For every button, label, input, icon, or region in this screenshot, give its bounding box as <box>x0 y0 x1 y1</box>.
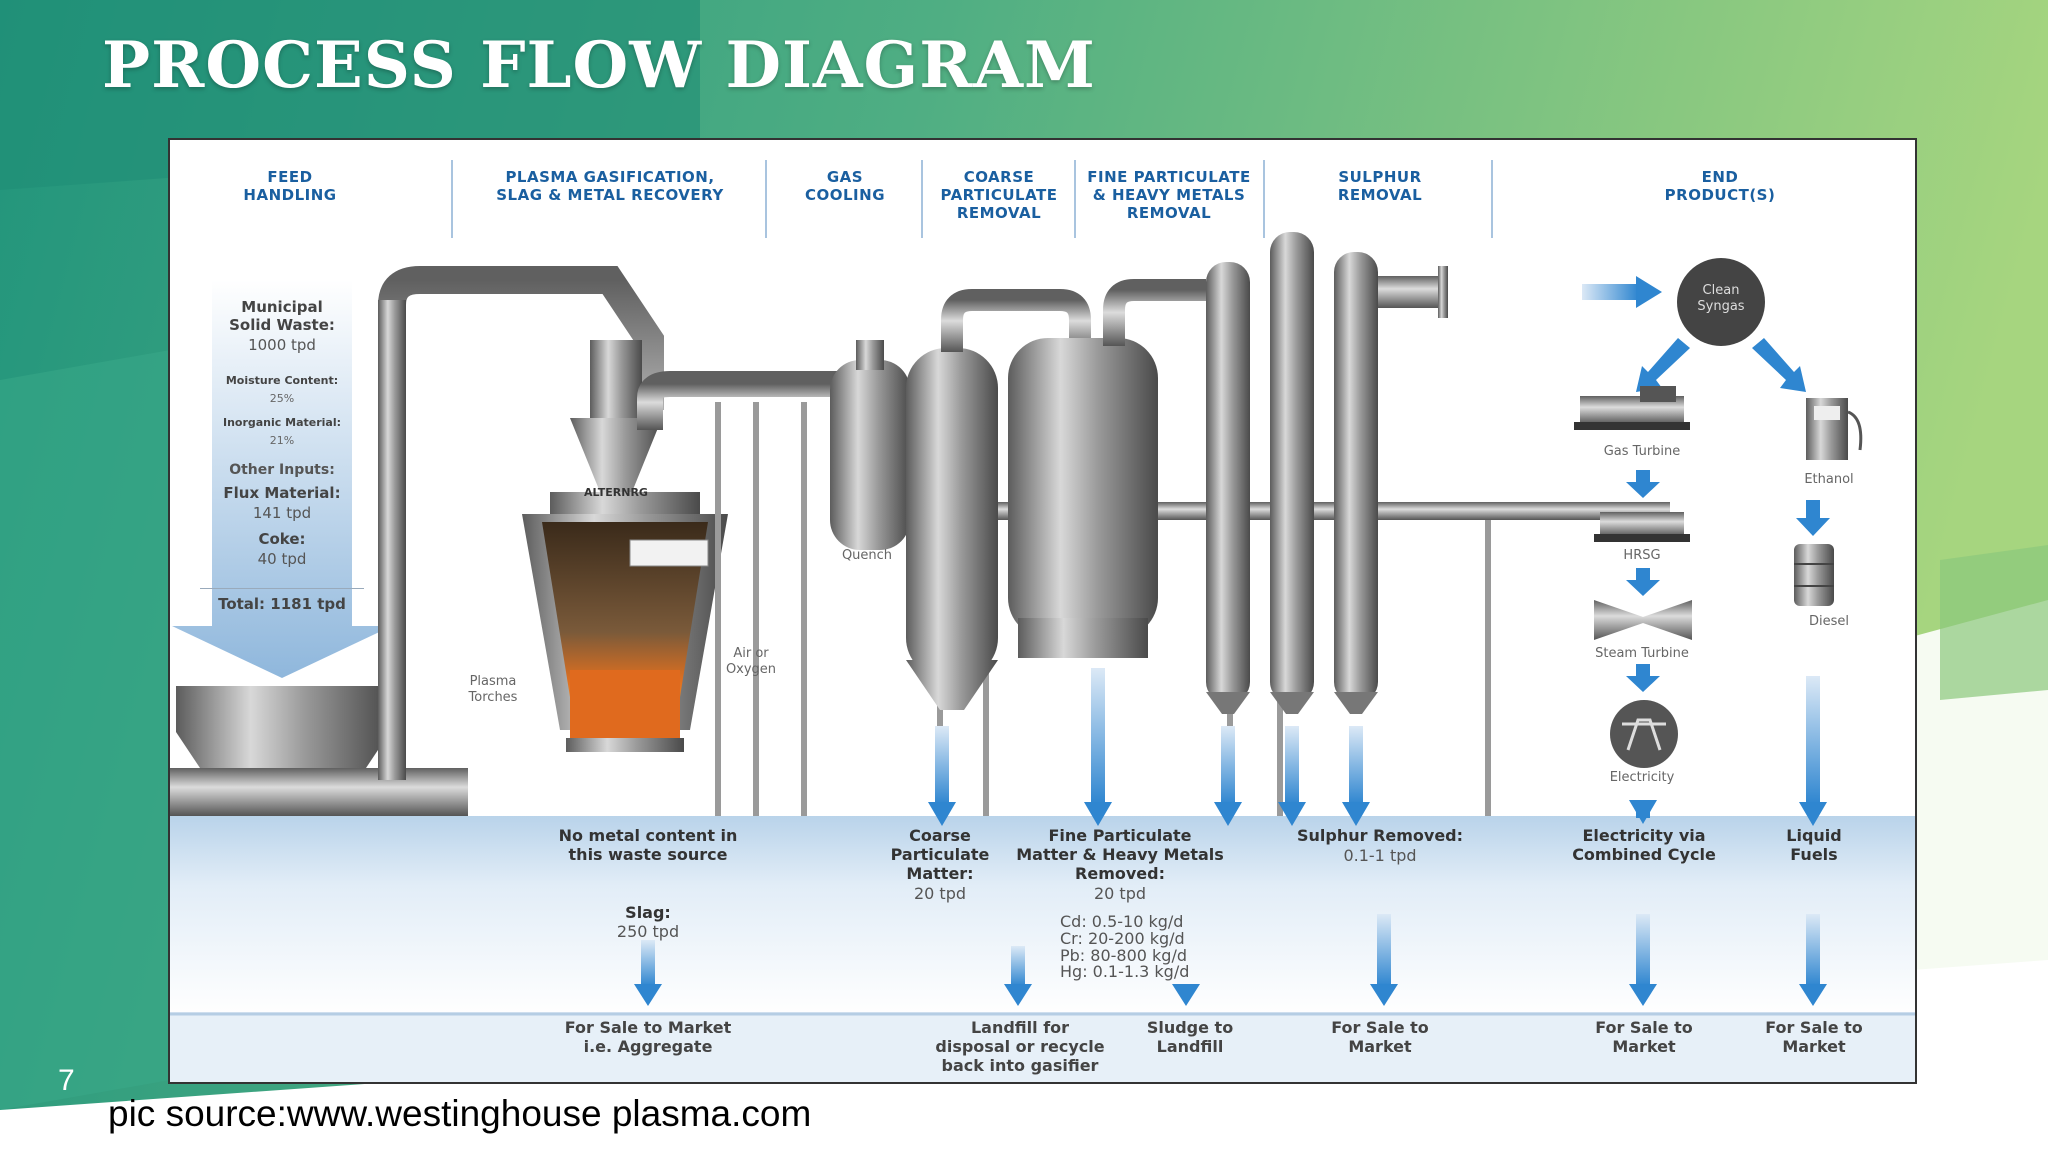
coke-label: Coke: <box>258 530 306 548</box>
coarse-output-label: Coarse Particulate Matter: <box>890 826 990 884</box>
fine-output-value: 20 tpd <box>1093 884 1147 903</box>
final-arrows <box>634 914 1827 1006</box>
slag-value: 250 tpd <box>616 922 680 942</box>
electricity-icon <box>1610 700 1678 768</box>
slide-title: PROCESS FLOW DIAGRAM <box>102 28 1096 103</box>
hrsg-label: HRSG <box>1623 548 1661 563</box>
diesel-label: Diesel <box>1808 614 1849 629</box>
air-oxygen-label: Air or Oxygen <box>725 646 777 677</box>
diagram-artwork <box>170 160 1915 1082</box>
final-fuels: For Sale to Market <box>1765 1018 1863 1057</box>
sulphur-output-value: 0.1-1 tpd <box>1343 846 1417 865</box>
hot-gas-pipe <box>637 371 870 430</box>
coarse-output-value: 20 tpd <box>913 884 967 903</box>
final-electricity: For Sale to Market <box>1595 1018 1693 1057</box>
final-band <box>170 1012 1915 1082</box>
stage-dividers <box>451 160 1493 238</box>
stage-end-products: END PRODUCT(S) <box>1664 168 1776 204</box>
final-slag: For Sale to Market i.e. Aggregate <box>564 1018 732 1057</box>
msw-label: Municipal Solid Waste: <box>229 298 335 334</box>
clean-syngas-label: Clean Syngas <box>1697 283 1745 314</box>
stage-plasma-gasification: PLASMA GASIFICATION, SLAG & METAL RECOVE… <box>496 168 724 204</box>
ethanol-label: Ethanol <box>1804 472 1854 487</box>
stage-fine-particulate: FINE PARTICULATE & HEAVY METALS REMOVAL <box>1087 168 1251 222</box>
heavy-metals-list: Cd: 0.5-10 kg/d Cr: 20-200 kg/d Pb: 80-8… <box>1060 912 1190 982</box>
syngas-arrow <box>1582 284 1638 300</box>
other-inputs-label: Other Inputs: <box>229 462 335 478</box>
stage-gas-cooling: GAS COOLING <box>804 168 886 204</box>
clean-syngas-node <box>1677 258 1765 346</box>
syngas-to-fuels-arrow <box>1752 338 1806 392</box>
final-coarse: Landfill for disposal or recycle back in… <box>935 1018 1105 1076</box>
steam-turbine-label: Steam Turbine <box>1595 646 1689 661</box>
slag-label: Slag: <box>625 903 671 923</box>
hrsg-icon <box>1594 512 1690 542</box>
feed-total: Total: 1181 tpd <box>200 588 364 613</box>
stage-feed-handling: FEED HANDLING <box>243 168 337 204</box>
quench-label: Quench <box>841 548 893 563</box>
steam-turbine-icon <box>1594 600 1692 640</box>
syngas-to-turbine-arrow <box>1636 338 1690 392</box>
moisture-label: Moisture Content: <box>225 374 339 387</box>
flux-label: Flux Material: <box>223 484 341 502</box>
alternrg-logo: ALTERNRG <box>584 486 648 499</box>
coarse-to-fine-pipe <box>941 289 1091 352</box>
inorganic-value: 21% <box>269 434 295 447</box>
electricity-label: Electricity <box>1609 770 1675 785</box>
output-band <box>170 816 1915 1016</box>
inorganic-label: Inorganic Material: <box>222 416 342 429</box>
coke-value: 40 tpd <box>257 550 307 568</box>
feed-input-arrow <box>172 280 392 678</box>
process-flow-diagram: FEED HANDLING PLASMA GASIFICATION, SLAG … <box>168 138 1917 1084</box>
sulphur-towers <box>1206 232 1378 714</box>
ethanol-pump-icon <box>1806 398 1863 460</box>
slag-output: Slag: 250 tpd <box>538 884 758 942</box>
electricity-output-label: Electricity via Combined Cycle <box>1572 826 1716 865</box>
output-arrows <box>928 668 1827 826</box>
image-source-caption: pic source:www.westinghouse plasma.com <box>108 1093 812 1134</box>
quench-vessel <box>830 340 910 550</box>
final-sulphur: For Sale to Market <box>1331 1018 1429 1057</box>
final-fine: Sludge to Landfill <box>1146 1018 1234 1057</box>
plasma-torches-label: Plasma Torches <box>468 674 518 705</box>
flux-value: 141 tpd <box>252 504 312 522</box>
diesel-barrel-icon <box>1794 544 1834 606</box>
fine-to-sulphur-pipe <box>1103 279 1206 346</box>
fine-particulate-vessel <box>1008 338 1158 658</box>
feed-hopper <box>170 686 468 816</box>
stage-coarse-particulate: COARSE PARTICULATE REMOVAL <box>940 168 1058 222</box>
gas-turbine-label: Gas Turbine <box>1603 444 1681 459</box>
sulphur-output-label: Sulphur Removed: <box>1296 826 1464 845</box>
slide-number: 7 <box>58 1064 75 1097</box>
fine-output-label: Fine Particulate Matter & Heavy Metals R… <box>1016 826 1224 884</box>
syngas-outlet <box>1378 276 1438 308</box>
gas-turbine-icon <box>1574 386 1690 430</box>
plasma-gasifier <box>522 340 728 752</box>
liquid-fuels-label: Liquid Fuels <box>1786 826 1842 865</box>
msw-value: 1000 tpd <box>248 336 316 354</box>
stage-sulphur-removal: SULPHUR REMOVAL <box>1337 168 1423 204</box>
coarse-particulate-vessel <box>906 348 998 710</box>
slag-note: No metal content in this waste source <box>558 826 738 865</box>
moisture-value: 25% <box>269 392 295 405</box>
